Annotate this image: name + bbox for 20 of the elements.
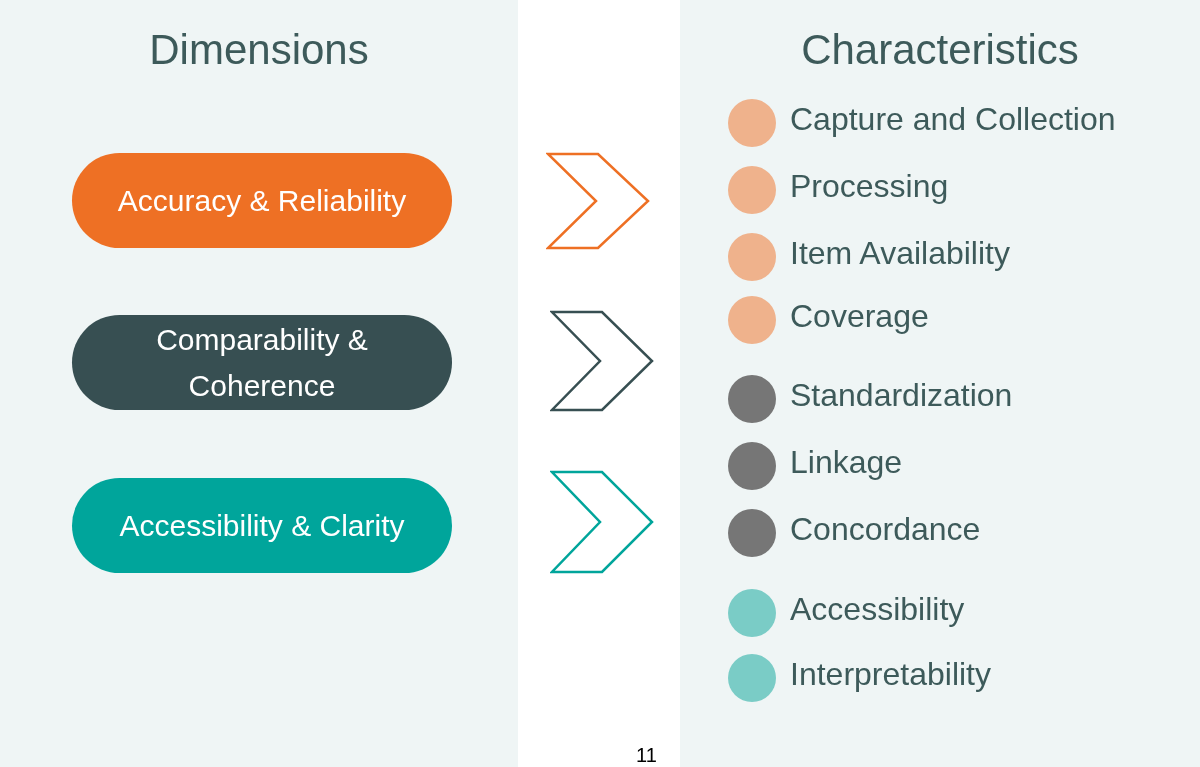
pill-text: Accessibility & Clarity [119, 507, 405, 544]
panel [680, 0, 1200, 767]
pill-text: Comparability & Coherence [155, 321, 369, 404]
page-number: 11 [636, 743, 657, 767]
characteristic-label: Accessibility [790, 590, 965, 629]
characteristic-label: Processing [790, 167, 949, 206]
panel-heading: Dimensions [148, 25, 370, 75]
chevron-arrow [546, 152, 650, 250]
characteristic-label: Capture and Collection [790, 100, 1116, 139]
chevron-arrow [550, 310, 654, 412]
characteristic-label: Concordance [790, 510, 981, 549]
panel [0, 0, 518, 767]
characteristic-label: Linkage [790, 443, 903, 482]
panel-heading: Characteristics [800, 25, 1080, 75]
characteristic-label: Item Availability [790, 234, 1010, 273]
characteristic-label: Coverage [790, 297, 929, 336]
characteristic-label: Interpretability [790, 655, 991, 694]
characteristic-label: Standardization [790, 376, 1013, 415]
pill-text: Accuracy & Reliability [117, 182, 407, 219]
chevron-arrow [550, 470, 654, 574]
